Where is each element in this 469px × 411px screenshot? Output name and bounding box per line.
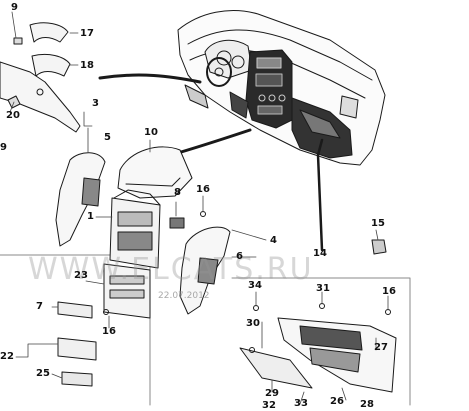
mat-part-25 [61,371,93,387]
left-trim-parts [0,22,81,133]
callout-34: 34 [248,280,262,291]
leader-lines [9,11,389,405]
callout-9-left: 9 [0,142,7,153]
lower-panel-part-23 [103,263,151,319]
callout-30: 30 [246,318,260,329]
dashboard-assembly [177,10,386,166]
callout-28: 28 [360,399,374,410]
date-stamp: 22.07.2012 [158,291,210,301]
switch-part-8 [169,217,185,229]
callout-33: 33 [294,398,308,409]
callout-25: 25 [36,368,50,379]
callout-32: 32 [262,400,276,411]
callout-31: 31 [316,283,330,294]
group-frame-right [231,277,411,406]
mat-part-29 [239,347,313,389]
callout-8: 8 [174,187,181,198]
tray-part-22 [57,337,97,361]
callout-22: 22 [0,351,14,362]
callout-1: 1 [87,211,94,222]
callout-18: 18 [80,60,94,71]
callout-16-upper: 16 [196,184,210,195]
watermark: WWW.ELCATS.RU [28,252,314,287]
callout-14: 14 [313,248,327,259]
callout-4: 4 [270,235,277,246]
callout-6: 6 [236,251,243,262]
callout-3: 3 [92,98,99,109]
callout-20: 20 [6,110,20,121]
callout-29: 29 [265,388,279,399]
bracket-part-15 [371,239,387,255]
top-cover-part-10 [117,146,193,199]
callout-5: 5 [104,132,111,143]
callout-10: 10 [144,127,158,138]
callout-27: 27 [374,342,388,353]
console-part-27 [277,317,397,393]
callout-15: 15 [371,218,385,229]
callout-26: 26 [330,396,344,407]
callout-17: 17 [80,28,94,39]
box-part-7 [57,301,93,319]
callout-16-lower: 16 [102,326,116,337]
center-bezel-part-1 [109,189,161,269]
callout-9-top: 9 [11,2,18,13]
clip-part-30 [249,347,255,353]
callout-7: 7 [36,301,43,312]
callout-23: 23 [74,270,88,281]
screw-part-16c [103,309,109,315]
side-trim-part-5 [55,152,106,247]
right-trim-part-4 [179,226,231,315]
callout-16-right: 16 [382,286,396,297]
